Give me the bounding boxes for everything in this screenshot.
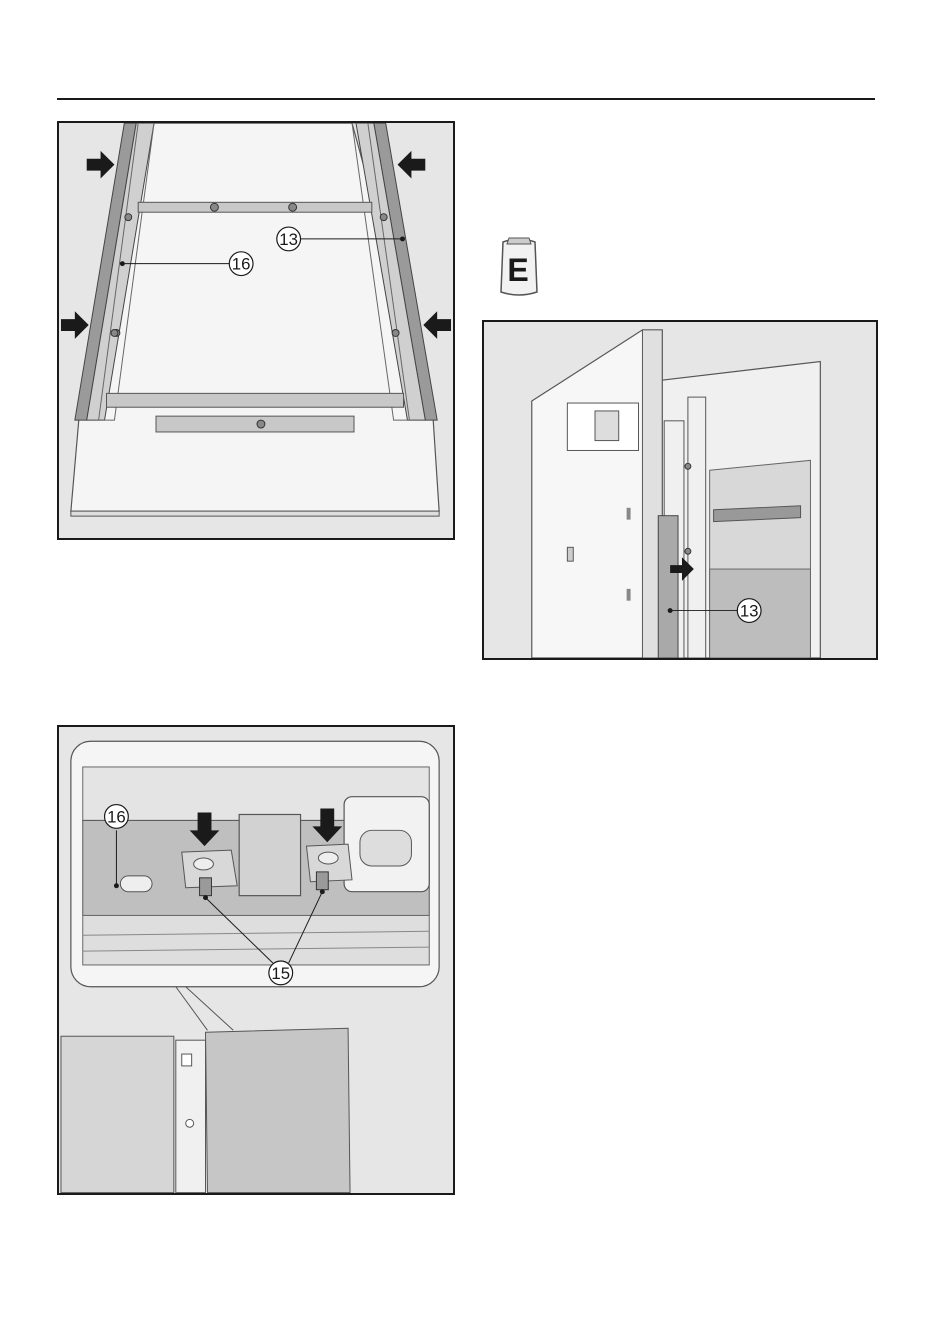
header-rule	[57, 98, 875, 100]
figure-hinge-detail-drawing: 16 15	[59, 727, 453, 1193]
figure-hinge-detail: 16 15	[57, 725, 455, 1195]
callout-label: 13	[279, 230, 298, 249]
callout-label: 15	[271, 964, 290, 983]
figure-door-installed: 13	[482, 320, 878, 660]
callout-label: 16	[107, 807, 126, 826]
callout-label: 16	[232, 255, 251, 274]
parts-bag-icon: E	[497, 236, 541, 298]
figure-door-strips: 16 13	[57, 121, 455, 540]
figure-door-installed-drawing: 13	[484, 322, 876, 658]
callout-label: 13	[740, 601, 759, 620]
parts-bag-letter: E	[507, 252, 528, 288]
figure-door-strips-drawing: 16 13	[59, 123, 453, 538]
